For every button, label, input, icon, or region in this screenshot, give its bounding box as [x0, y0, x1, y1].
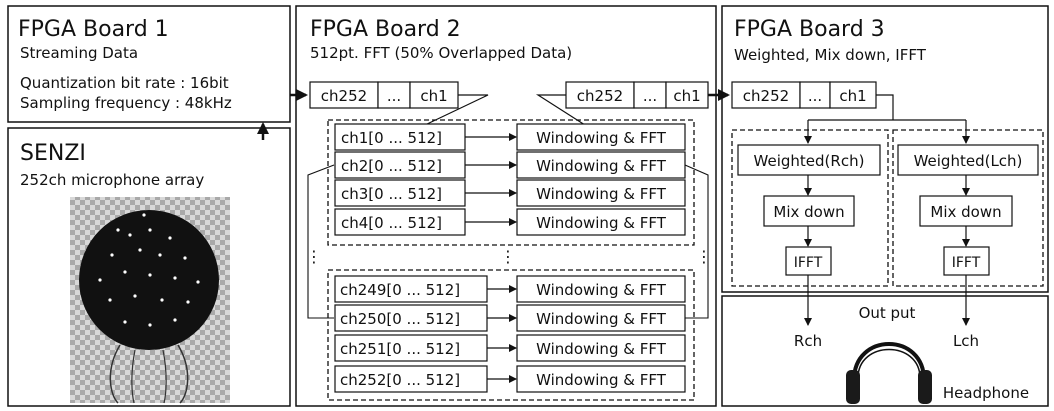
channel-rows-bottom: ch249[0 ... 512] ch250[0 ... 512] ch251[… — [335, 276, 685, 392]
fft-label: Windowing & FFT — [536, 129, 667, 147]
board3-title: FPGA Board 3 — [734, 17, 885, 42]
buffer-cell-label: ch1 — [420, 87, 447, 105]
ellipsis-center: ⋮ — [500, 247, 516, 266]
headphone-label: Headphone — [943, 384, 1029, 402]
buffer-cell-label: ... — [643, 87, 657, 105]
ifft-label: IFFT — [794, 255, 823, 271]
mix-down-label: Mix down — [773, 203, 844, 221]
output-title: Out put — [859, 304, 916, 322]
senzi-title: SENZI — [20, 141, 86, 166]
ifft-label: IFFT — [952, 255, 981, 271]
overlap-connector-left — [308, 165, 334, 318]
fft-label: Windowing & FFT — [536, 371, 667, 389]
channel-rows-top: ch1[0 ... 512] ch2[0 ... 512] ch3[0 ... … — [335, 124, 685, 235]
ellipsis-left: ⋮ — [306, 247, 322, 266]
buffer-cell-label: ... — [808, 87, 822, 105]
fft-label: Windowing & FFT — [536, 281, 667, 299]
lch-chain: Weighted(Lch) Mix down IFFT — [898, 145, 1038, 275]
channel-label: ch251[0 ... 512] — [340, 340, 460, 358]
channel-label: ch4[0 ... 512] — [341, 214, 442, 232]
mix-down-label: Mix down — [930, 203, 1001, 221]
senzi-subtitle: 252ch microphone array — [20, 171, 204, 189]
fft-label: Windowing & FFT — [536, 214, 667, 232]
board3-buffer: ch252 ... ch1 — [732, 82, 876, 108]
channel-label: ch252[0 ... 512] — [340, 371, 460, 389]
board2-output-buffer: ch252 ... ch1 — [566, 82, 708, 108]
fpga-board-3: FPGA Board 3 Weighted, Mix down, IFFT ch… — [722, 6, 1048, 292]
weighted-lch-label: Weighted(Lch) — [914, 152, 1023, 170]
board1-quantization: Quantization bit rate : 16bit — [20, 74, 229, 92]
fft-label: Windowing & FFT — [536, 185, 667, 203]
weighted-rch-label: Weighted(Rch) — [754, 152, 865, 170]
lch-label: Lch — [953, 332, 979, 350]
senzi-panel: SENZI 252ch microphone array — [8, 128, 290, 406]
fft-label: Windowing & FFT — [536, 310, 667, 328]
channel-label: ch250[0 ... 512] — [340, 310, 460, 328]
microphone-array-photo — [70, 197, 230, 403]
board1-sampling: Sampling frequency : 48kHz — [20, 94, 232, 112]
channel-label: ch1[0 ... 512] — [341, 129, 442, 147]
buffer-cell-label: ch252 — [577, 87, 623, 105]
fpga-board-1: FPGA Board 1 Streaming Data Quantization… — [8, 6, 290, 122]
channel-label: ch2[0 ... 512] — [341, 157, 442, 175]
board2-title: FPGA Board 2 — [310, 17, 461, 42]
fft-label: Windowing & FFT — [536, 157, 667, 175]
rch-label: Rch — [794, 332, 822, 350]
board1-subtitle: Streaming Data — [20, 44, 138, 62]
channel-label: ch249[0 ... 512] — [340, 281, 460, 299]
rch-chain: Weighted(Rch) Mix down IFFT — [738, 145, 880, 275]
fpga-board-2: FPGA Board 2 512pt. FFT (50% Overlapped … — [296, 6, 716, 406]
output-panel: Out put Rch Lch Headphone — [722, 296, 1048, 406]
overlap-connector-right — [685, 165, 708, 318]
buffer-cell-label: ch1 — [673, 87, 700, 105]
ellipsis-right: ⋮ — [696, 247, 712, 266]
board2-subtitle: 512pt. FFT (50% Overlapped Data) — [310, 44, 572, 62]
board1-title: FPGA Board 1 — [18, 17, 169, 42]
headphone-icon — [846, 344, 932, 404]
buffer-cell-label: ch252 — [321, 87, 367, 105]
buffer-cell-label: ch252 — [743, 87, 789, 105]
buffer-cell-label: ... — [387, 87, 401, 105]
board2-input-buffer: ch252 ... ch1 — [310, 82, 458, 108]
channel-label: ch3[0 ... 512] — [341, 185, 442, 203]
fft-label: Windowing & FFT — [536, 340, 667, 358]
buffer-cell-label: ch1 — [839, 87, 866, 105]
board3-subtitle: Weighted, Mix down, IFFT — [734, 46, 927, 64]
